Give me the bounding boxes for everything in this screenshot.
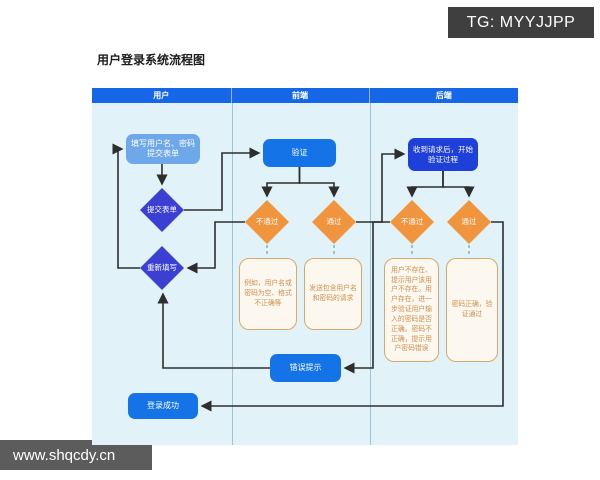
- lane-divider-1: [231, 103, 233, 445]
- tg-watermark-badge: TG: MYYJJPP: [448, 7, 594, 38]
- lane-header-user: 用户: [92, 88, 232, 103]
- page-title: 用户登录系统流程图: [97, 53, 206, 67]
- flow-node-verify: 验证: [263, 139, 336, 167]
- site-watermark: www.shqcdy.cn: [0, 440, 152, 470]
- flow-note-frontend-fail: 例如，用户名或密码为空、格式不正确等: [239, 258, 297, 330]
- flow-note-backend-fail: 用户不存在、提示用户该用户不存在。用户存在，进一步验证用户输入的密码是否正确。密…: [384, 258, 439, 362]
- flow-node-error-tip: 错误提示: [270, 354, 341, 382]
- lane-header-backend: 后端: [435, 91, 452, 100]
- flow-note-backend-pass: 密码正确，验证通过: [446, 258, 498, 362]
- flow-node-backend-receive: 收到请求后，开始验证过程: [408, 138, 478, 171]
- flow-node-fill-form: 填写用户名、密码提交表单: [126, 134, 200, 164]
- tg-badge-text: TG: MYYJJPP: [466, 13, 576, 31]
- flow-node-login-success: 登录成功: [128, 393, 198, 419]
- swimlane-header: 用户 前端 后端: [92, 88, 518, 103]
- lane-divider-2: [369, 103, 371, 445]
- site-watermark-text: www.shqcdy.cn: [13, 446, 116, 464]
- lane-header-frontend: 前端: [232, 88, 370, 103]
- flow-note-frontend-pass: 发送包含用户名和密码的请求: [304, 258, 362, 330]
